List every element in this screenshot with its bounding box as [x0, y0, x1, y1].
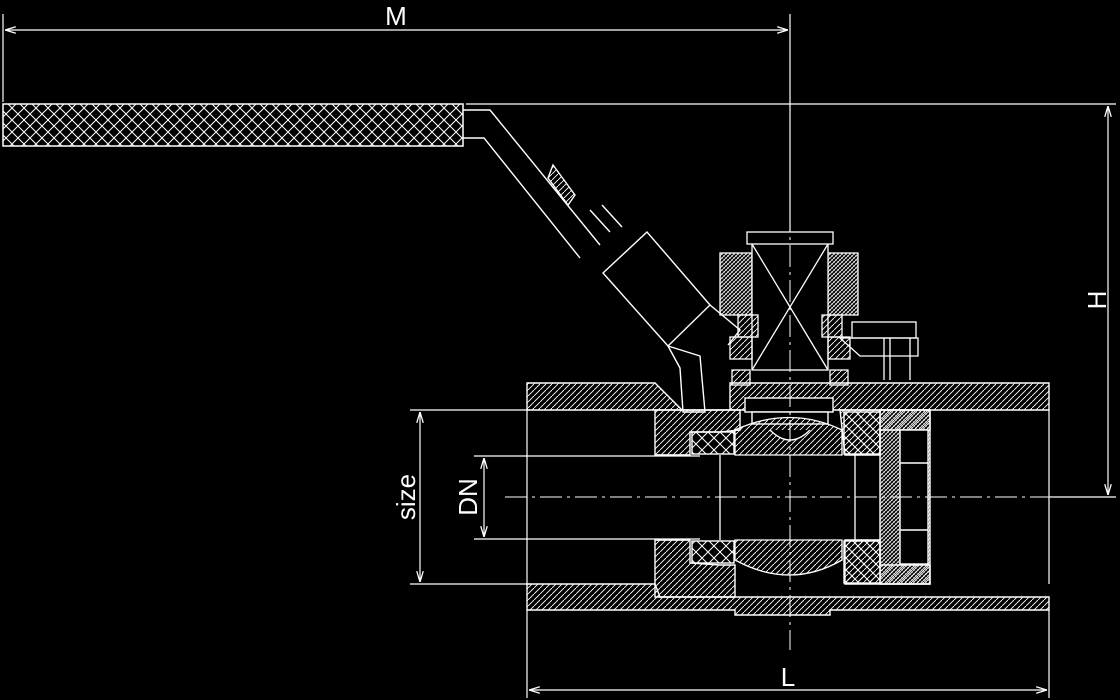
label-m: M	[385, 1, 407, 31]
label-h: H	[1082, 291, 1112, 310]
handle-grip	[2, 103, 464, 147]
handle-lever	[463, 109, 741, 413]
dimension-h	[466, 103, 1116, 498]
dimension-m	[2, 14, 791, 240]
centerlines	[505, 210, 1050, 650]
label-dn: DN	[453, 478, 483, 516]
dimension-size	[410, 409, 530, 585]
stop-bolt	[838, 321, 919, 380]
dimension-l	[526, 610, 1050, 698]
dimension-dn	[474, 455, 700, 540]
ball	[719, 416, 856, 576]
stem-nut	[719, 231, 859, 386]
label-size: size	[391, 474, 421, 520]
label-l: L	[781, 662, 795, 692]
